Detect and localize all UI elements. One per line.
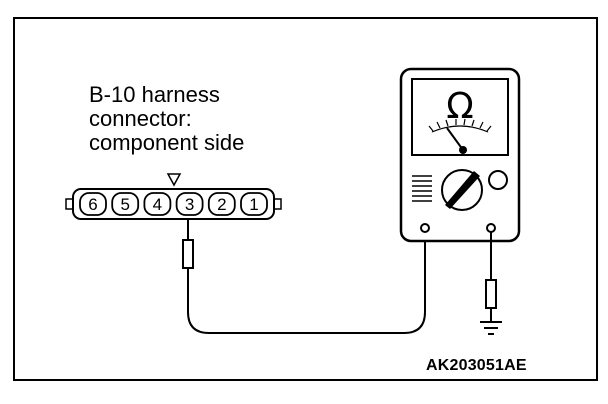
connector-caption-line-1: B-10 harness xyxy=(89,82,220,107)
figure-frame xyxy=(13,17,598,381)
connector-caption-line-2: connector: xyxy=(89,106,192,131)
probe-point-marker xyxy=(166,173,182,187)
adjust-knob xyxy=(488,170,508,190)
connector-pin-2: 2 xyxy=(207,192,236,216)
connector-pin-5: 5 xyxy=(111,192,140,216)
connector-pin-1: 1 xyxy=(240,192,268,216)
range-selector-marks xyxy=(412,175,432,202)
connector-pin-label: 5 xyxy=(120,195,129,214)
connector-pin-6: 6 xyxy=(79,192,107,216)
meter-needle xyxy=(446,127,464,151)
b10-harness-connector: 6 5 4 3 2 1 xyxy=(65,173,282,220)
ground-icon xyxy=(480,321,502,335)
connector-pin-label: 3 xyxy=(185,195,194,214)
range-selector-dial xyxy=(441,169,483,211)
connector-pin-3: 3 xyxy=(175,192,204,216)
connector-pin-4: 4 xyxy=(143,192,172,216)
figure-code: AK203051AE xyxy=(426,357,527,374)
meter-terminal-left xyxy=(420,223,430,233)
ohm-symbol: Ω xyxy=(446,86,474,127)
connector-pin-label: 2 xyxy=(217,195,226,214)
connector-pin-label: 6 xyxy=(88,195,97,214)
meter-scale xyxy=(428,118,492,133)
ground-lead xyxy=(485,232,497,322)
ohmmeter-icon: Ω xyxy=(399,67,521,243)
meter-terminal-right xyxy=(486,223,496,233)
connector-caption-line-3: component side xyxy=(89,130,245,155)
test-lead-wire xyxy=(182,219,426,334)
connector-pin-label: 4 xyxy=(153,195,162,214)
connector-pin-label: 1 xyxy=(249,195,258,214)
